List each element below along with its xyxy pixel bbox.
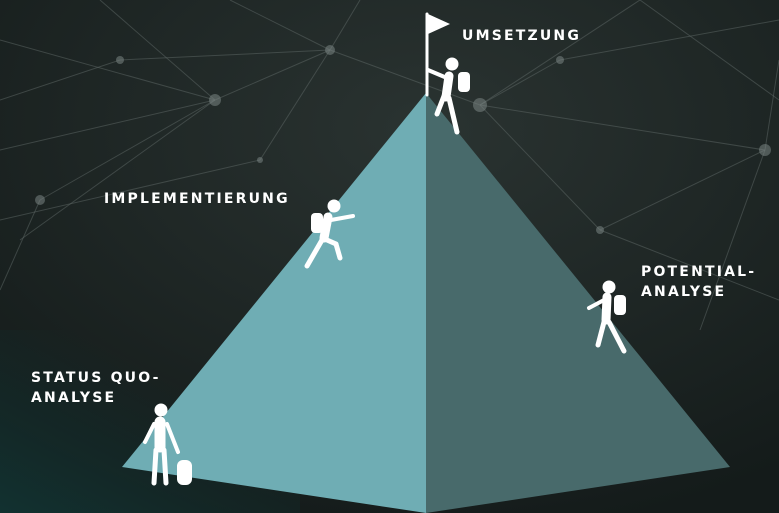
network-nodes	[35, 45, 771, 234]
label-summit: UMSETZUNG	[462, 26, 581, 46]
label-status-quo-line1: STATUS QUO-	[31, 370, 161, 386]
label-implementation: IMPLEMENTIERUNG	[104, 189, 290, 209]
standing-hiker-icon	[143, 403, 192, 486]
label-potential-line1: POTENTIAL-	[641, 264, 757, 280]
label-status-quo-line2: ANALYSE	[31, 390, 117, 406]
label-status-quo: STATUS QUO- ANALYSE	[31, 368, 161, 408]
pyramid-dark-face	[426, 93, 730, 513]
label-summit-line1: UMSETZUNG	[462, 28, 582, 44]
label-potential: POTENTIAL- ANALYSE	[641, 262, 756, 302]
summit-hiker-icon	[425, 12, 470, 135]
label-implementation-line1: IMPLEMENTIERUNG	[104, 191, 290, 207]
climbing-hiker-icon	[304, 199, 355, 269]
pyramid-light-face	[122, 93, 426, 513]
descending-hiker-icon	[587, 280, 627, 354]
network-background	[0, 0, 779, 331]
label-potential-line2: ANALYSE	[641, 284, 727, 300]
